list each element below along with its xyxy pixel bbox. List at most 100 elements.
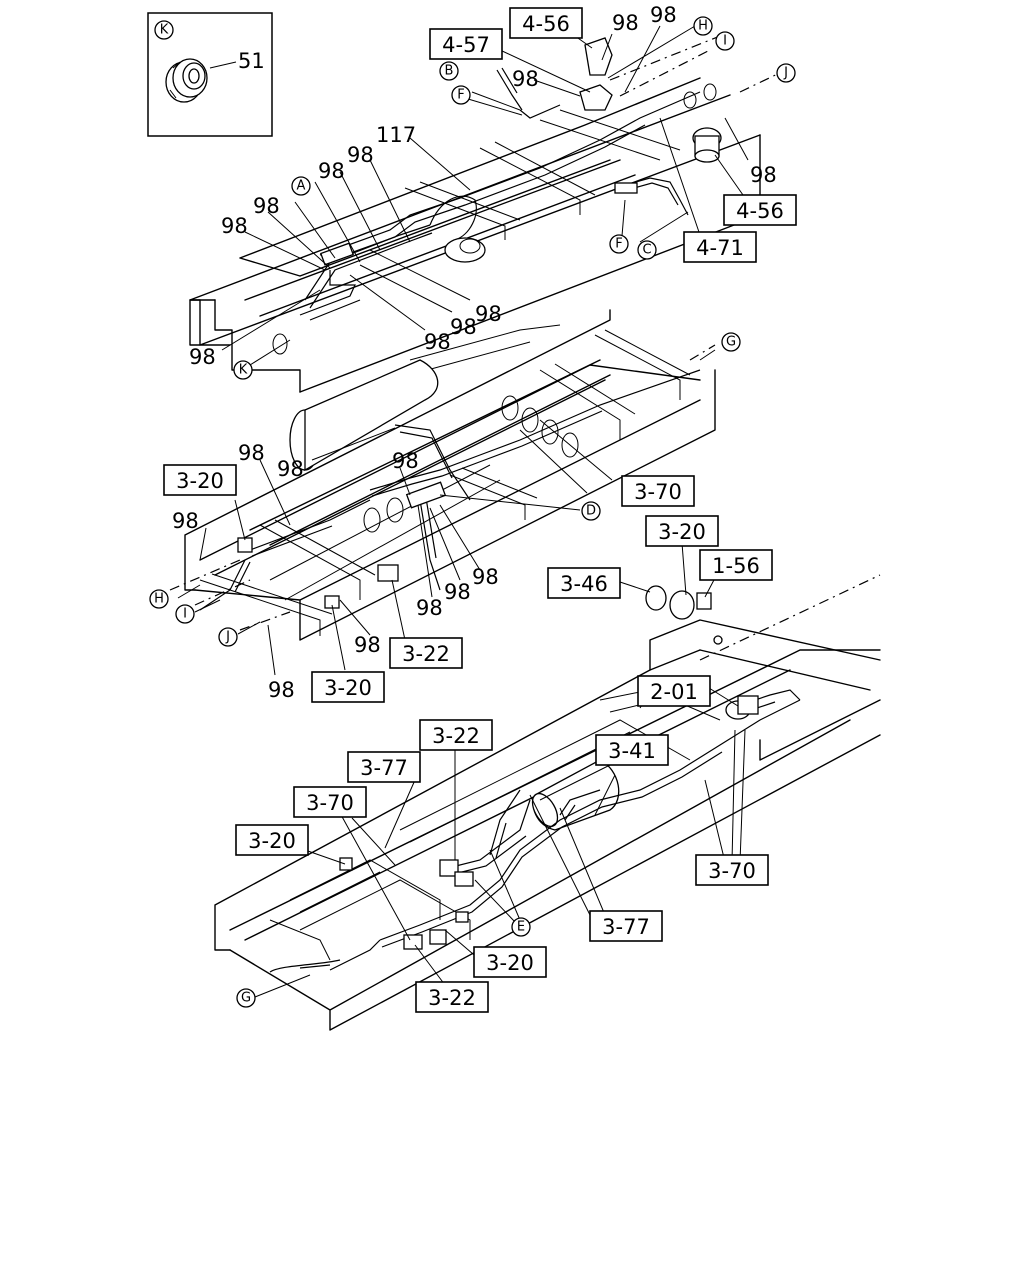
ref-label-3-20-c: 3-20 [311, 671, 385, 703]
letter-callout-a: A [291, 176, 311, 196]
letter-text: H [154, 592, 164, 607]
letter-text: F [615, 237, 622, 252]
valve-3-46 [645, 585, 712, 620]
ref-label-text: 3-22 [432, 724, 480, 748]
ref-label-3-22-a: 3-22 [389, 637, 463, 669]
ref-label-3-46: 3-46 [547, 567, 621, 599]
inset-letter-k: K [154, 20, 174, 40]
ref-label-3-22-c: 3-22 [415, 981, 489, 1013]
letter-callout-c: C [637, 240, 657, 260]
ref-label-3-70-b: 3-70 [293, 786, 367, 818]
letter-callout-f-top: F [451, 85, 471, 105]
ref-label-3-70-c: 3-70 [695, 854, 769, 886]
grommet-icon [165, 58, 208, 103]
part-number: 98 [475, 302, 502, 326]
ref-label-4-57: 4-57 [429, 28, 503, 60]
ref-label-text: 3-70 [708, 859, 756, 883]
ref-label-3-20-d: 3-20 [235, 824, 309, 856]
letter-text: A [297, 179, 306, 194]
inset-part-number: 51 [238, 49, 265, 73]
part-numbers: 98 98 98 117 98 98 98 98 98 98 98 98 98 … [172, 3, 777, 702]
letter-callout-f-mid: F [609, 234, 629, 254]
ref-label-3-70-a: 3-70 [621, 475, 695, 507]
ref-label-4-71: 4-71 [683, 231, 757, 263]
middle-frame [169, 309, 716, 641]
ref-label-text: 4-57 [442, 33, 490, 57]
letter-text: F [457, 88, 464, 103]
letter-text: K [239, 363, 248, 378]
ref-label-text: 4-71 [696, 236, 744, 260]
letter-callout-i-top: I [715, 31, 735, 51]
air-tank-middle [289, 359, 439, 472]
ref-label-3-20-a: 3-20 [163, 464, 237, 496]
letter-text: E [517, 920, 525, 935]
air-tank-lower [531, 759, 620, 831]
part-number: 98 [189, 345, 216, 369]
part-number: 98 [424, 330, 451, 354]
part-number: 98 [253, 194, 280, 218]
letter-callout-g-bottom: G [236, 988, 256, 1008]
letter-text: G [726, 335, 736, 350]
letter-text: I [183, 607, 187, 622]
valve-4-56-right [692, 127, 722, 163]
leader-lines [177, 25, 751, 998]
letter-callout-g-mid: G [721, 332, 741, 352]
part-number: 98 [450, 315, 477, 339]
ref-label-1-56: 1-56 [699, 549, 773, 581]
ref-label-3-20-b: 3-20 [645, 515, 719, 547]
part-number: 98 [750, 163, 777, 187]
part-number: 98 [650, 3, 677, 27]
lower-frame [214, 574, 881, 1031]
part-number: 98 [318, 159, 345, 183]
ref-label-text: 3-22 [428, 986, 476, 1010]
ref-label-text: 3-70 [634, 480, 682, 504]
letter-callout-j-top: J [776, 63, 796, 83]
part-number: 98 [612, 11, 639, 35]
ref-label-3-41: 3-41 [595, 734, 669, 766]
ref-label-text: 3-20 [486, 951, 534, 975]
letter-text: G [241, 991, 251, 1006]
ref-label-text: 4-56 [522, 12, 570, 36]
letter-callout-h-mid: H [149, 589, 169, 609]
part-number: 98 [472, 565, 499, 589]
part-number: 98 [347, 143, 374, 167]
part-number: 98 [444, 580, 471, 604]
ref-label-text: 3-22 [402, 642, 450, 666]
part-number: 98 [221, 214, 248, 238]
letter-callouts: H I J B F A K F C G D H I J E G [149, 16, 796, 1008]
letter-text: B [445, 64, 454, 79]
ref-label-text: 3-20 [658, 520, 706, 544]
letter-text: H [698, 19, 708, 34]
ref-label-3-77-b: 3-77 [589, 910, 663, 942]
part-number: 98 [392, 449, 419, 473]
letter-callout-b: B [439, 61, 459, 81]
valve-2-01 [725, 695, 759, 720]
ref-label-text: 3-77 [360, 756, 408, 780]
letter-text: J [225, 630, 230, 645]
letter-callout-j-mid: J [218, 627, 238, 647]
letter-text: I [723, 34, 727, 49]
ref-label-4-56-top: 4-56 [509, 7, 583, 39]
ref-label-text: 3-20 [248, 829, 296, 853]
part-number: 98 [172, 509, 199, 533]
ref-label-3-77-a: 3-77 [347, 751, 421, 783]
ref-label-4-56-right: 4-56 [723, 194, 797, 226]
part-number: 98 [354, 633, 381, 657]
part-number: 98 [238, 441, 265, 465]
ref-label-text: 4-56 [736, 199, 784, 223]
ref-label-text: 3-77 [602, 915, 650, 939]
letter-callout-k: K [233, 360, 253, 380]
inset-k-panel: K 51 [147, 12, 273, 137]
ref-label-text: 3-20 [176, 469, 224, 493]
ref-label-3-22-b: 3-22 [419, 719, 493, 751]
letter-callout-e: E [511, 917, 531, 937]
inset-letter-text: K [160, 23, 169, 38]
valve-4-57 [579, 84, 613, 111]
part-number: 98 [512, 67, 539, 91]
letter-callout-i-mid: I [175, 604, 195, 624]
letter-text: J [783, 66, 788, 81]
ref-label-text: 3-20 [324, 676, 372, 700]
part-number: 98 [416, 596, 443, 620]
letter-text: C [642, 243, 651, 258]
ref-label-text: 3-46 [560, 572, 608, 596]
